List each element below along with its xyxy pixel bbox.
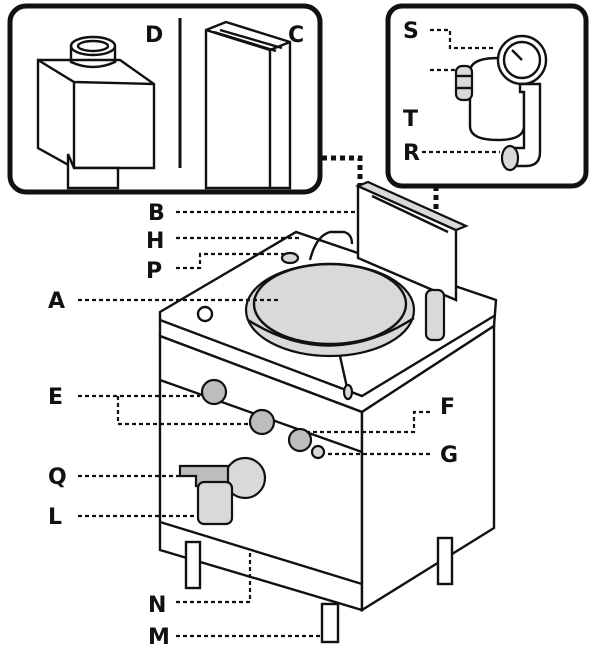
label-s: S xyxy=(403,19,419,44)
inset-panel-parts-c-d xyxy=(7,3,323,195)
part-c-drawing xyxy=(204,20,292,190)
control-knob-2 xyxy=(248,408,276,436)
boiling-pan-appliance xyxy=(158,180,498,644)
control-knob-f xyxy=(287,427,313,453)
leader-lines xyxy=(78,28,500,638)
part-d-drawing xyxy=(36,35,156,190)
leg-front-right xyxy=(320,602,340,644)
label-f: F xyxy=(440,395,455,420)
label-q: Q xyxy=(48,465,67,490)
label-r: R xyxy=(403,141,420,166)
water-tap-arm-h xyxy=(308,230,354,261)
flue-grille-b xyxy=(355,180,469,302)
control-knob-1 xyxy=(200,378,228,406)
drain-spout-l xyxy=(196,480,234,526)
label-a: A xyxy=(48,289,65,314)
label-t: T xyxy=(403,107,418,132)
label-n: N xyxy=(148,593,166,618)
pressure-valve-assembly-drawing xyxy=(454,34,548,172)
label-d: D xyxy=(145,23,163,48)
label-e: E xyxy=(48,385,63,410)
leg-back-right xyxy=(436,536,454,586)
leg-front-left xyxy=(184,540,202,590)
part-labels: D C S T R B H P A E F G Q L N M xyxy=(48,19,458,650)
inset-panel-parts-r-s-t xyxy=(385,3,589,189)
label-b: B xyxy=(148,201,165,226)
label-c: C xyxy=(288,23,304,48)
safety-valve xyxy=(424,288,446,342)
indicator-light-g xyxy=(310,444,326,460)
label-g: G xyxy=(440,443,458,468)
label-m: M xyxy=(148,625,170,650)
label-p: P xyxy=(146,259,162,284)
label-h: H xyxy=(146,229,164,254)
cabinet-side xyxy=(360,323,496,613)
label-l: L xyxy=(48,505,62,530)
